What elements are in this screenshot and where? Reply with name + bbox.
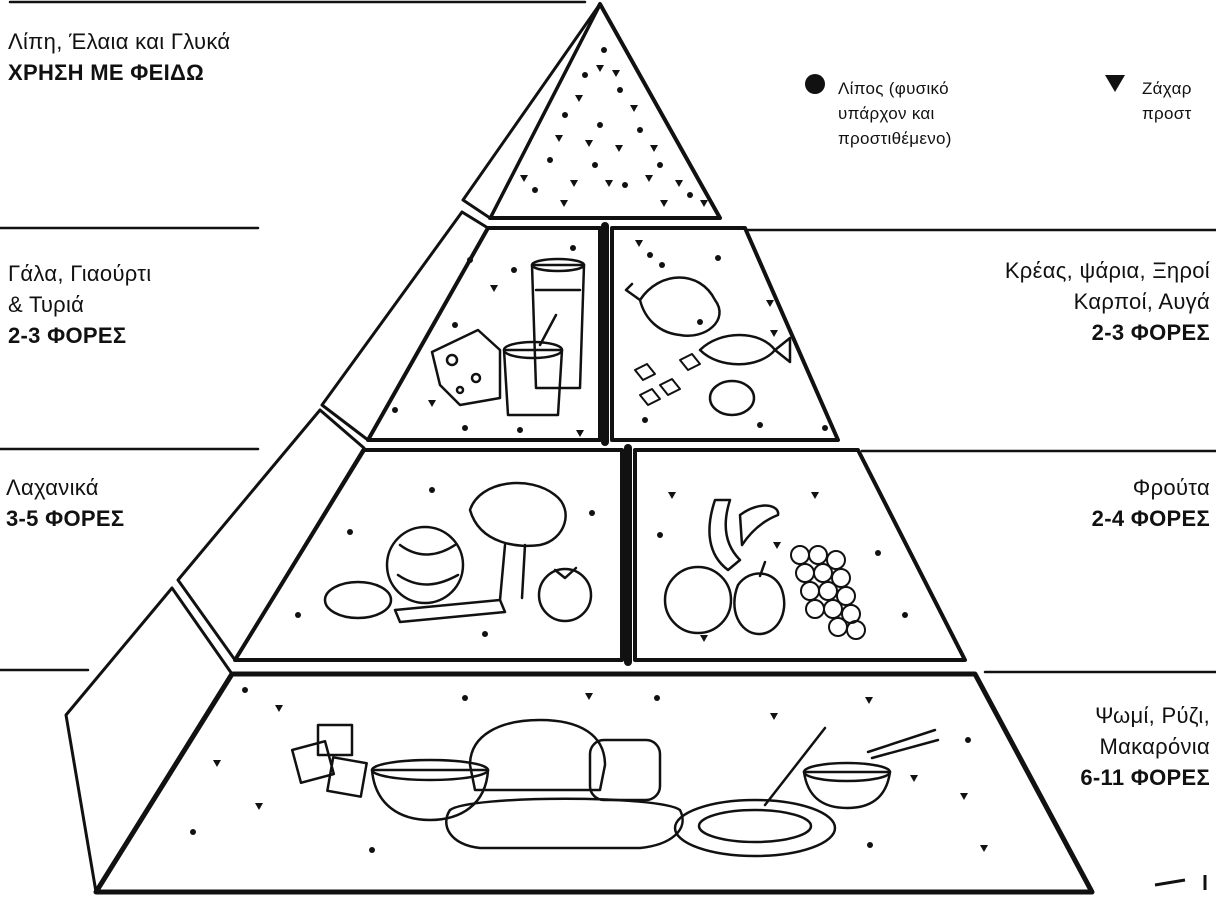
tier-dairy-name-line2: & Τυριά	[8, 289, 151, 320]
tier-fats-label: Λίπη, Έλαια και Γλυκά ΧΡΗΣΗ ΜΕ ΦΕΙΔΩ	[8, 26, 230, 88]
page-corner-mark	[1155, 875, 1205, 890]
tier-protein-servings: 2-3 ΦΟΡΕΣ	[1005, 317, 1210, 348]
tier-fats-name: Λίπη, Έλαια και Γλυκά	[8, 26, 230, 57]
sugar-triangle-icon	[1105, 75, 1125, 92]
legend-fat-line1: Λίπος (φυσικό	[838, 76, 952, 101]
tier-grains-name-line1: Ψωμί, Ρύζι,	[1080, 700, 1210, 731]
legend-sugar-line1: Ζάχαρ	[1142, 76, 1216, 101]
pyramid-tier-apex	[463, 4, 720, 218]
legend-fat: Λίπος (φυσικό υπάρχον και προστιθέμενο)	[838, 76, 952, 151]
tier-fruits-name: Φρούτα	[1092, 472, 1210, 503]
tier-protein-name-line1: Κρέας, ψάρια, Ξηροί	[1005, 255, 1210, 286]
tier-grains-name-line2: Μακαρόνια	[1080, 731, 1210, 762]
tier-protein-label: Κρέας, ψάρια, Ξηροί Καρποί, Αυγά 2-3 ΦΟΡ…	[1005, 255, 1210, 348]
tier-fruits-label: Φρούτα 2-4 ΦΟΡΕΣ	[1092, 472, 1210, 534]
tier-vegetables-servings: 3-5 ΦΟΡΕΣ	[6, 503, 124, 534]
tier-grains-label: Ψωμί, Ρύζι, Μακαρόνια 6-11 ΦΟΡΕΣ	[1080, 700, 1210, 793]
tier-grains-servings: 6-11 ΦΟΡΕΣ	[1080, 762, 1210, 793]
tier-vegetables-label: Λαχανικά 3-5 ΦΟΡΕΣ	[6, 472, 124, 534]
tier-dairy-servings: 2-3 ΦΟΡΕΣ	[8, 320, 151, 351]
legend-fat-line2: υπάρχον και	[838, 101, 952, 126]
tier-dairy-label: Γάλα, Γιαούρτι & Τυριά 2-3 ΦΟΡΕΣ	[8, 258, 151, 351]
legend-sugar: Ζάχαρ προστ	[1142, 76, 1216, 126]
tier-vegetables-name: Λαχανικά	[6, 472, 124, 503]
tier-dairy-name-line1: Γάλα, Γιαούρτι	[8, 258, 151, 289]
legend-sugar-line2: προστ	[1142, 101, 1216, 126]
legend-fat-line3: προστιθέμενο)	[838, 126, 952, 151]
tier-fats-servings: ΧΡΗΣΗ ΜΕ ΦΕΙΔΩ	[8, 57, 230, 88]
tier-protein-name-line2: Καρποί, Αυγά	[1005, 286, 1210, 317]
fat-dot-icon	[805, 74, 825, 94]
pyramid-tier-dairy-protein	[322, 212, 838, 442]
tier-fruits-servings: 2-4 ΦΟΡΕΣ	[1092, 503, 1210, 534]
